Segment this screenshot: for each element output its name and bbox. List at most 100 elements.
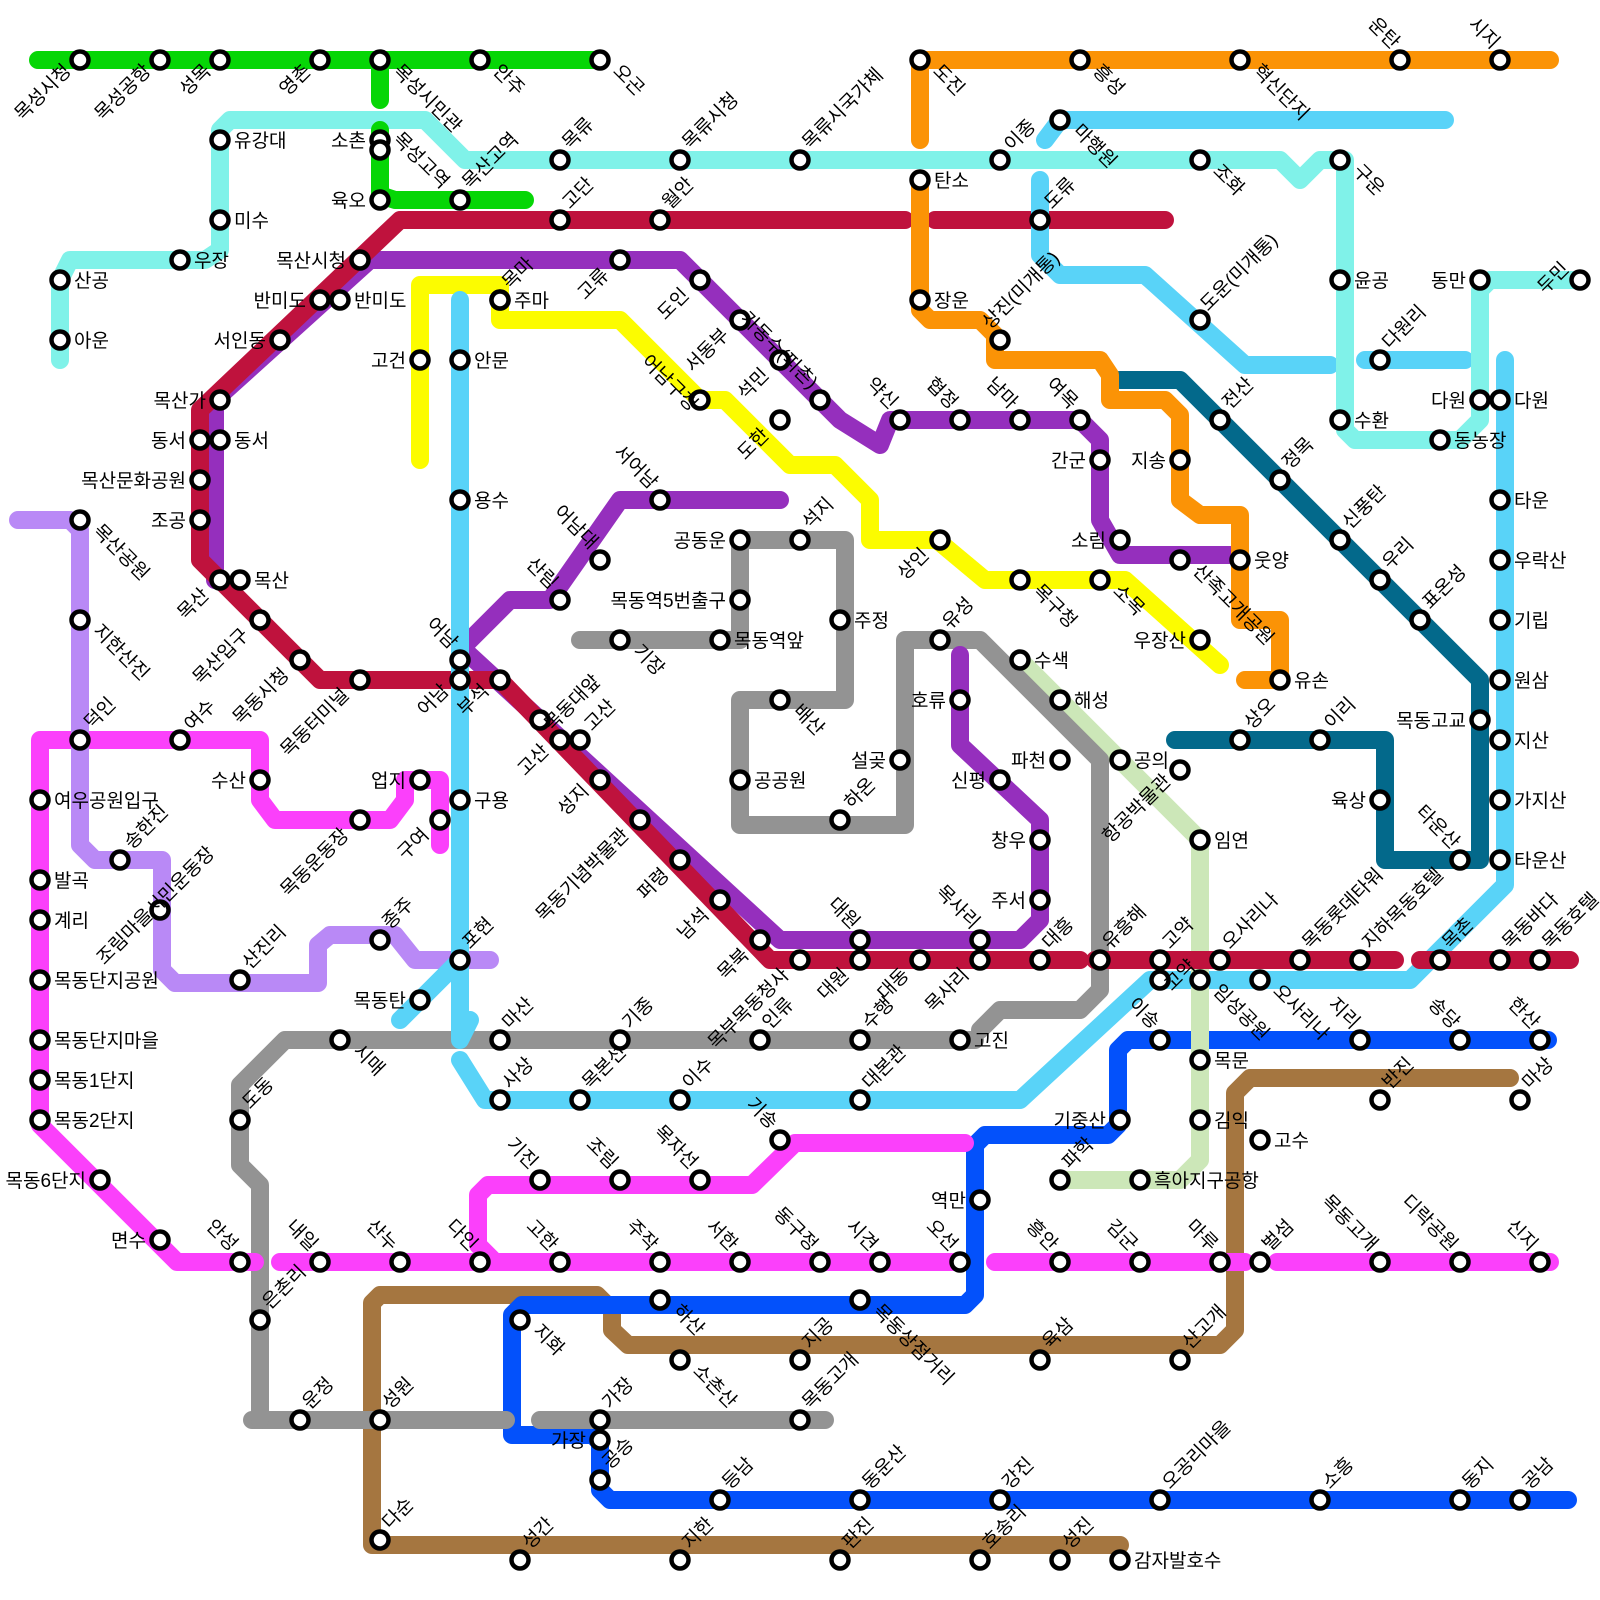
station-marker[interactable] xyxy=(32,912,49,929)
station-marker[interactable] xyxy=(592,772,609,789)
station-marker[interactable] xyxy=(612,1172,629,1189)
station-marker[interactable] xyxy=(1352,1032,1369,1049)
station-marker[interactable] xyxy=(572,732,589,749)
station-marker[interactable] xyxy=(1512,1092,1529,1109)
station-marker[interactable] xyxy=(472,1254,489,1271)
station-marker[interactable] xyxy=(492,1092,509,1109)
station-marker[interactable] xyxy=(732,532,749,549)
station-marker[interactable] xyxy=(292,652,309,669)
station-marker[interactable] xyxy=(72,732,89,749)
station-marker[interactable] xyxy=(1492,612,1509,629)
station-marker[interactable] xyxy=(372,142,389,159)
station-marker[interactable] xyxy=(672,1552,689,1569)
station-marker[interactable] xyxy=(1132,1172,1149,1189)
station-marker[interactable] xyxy=(592,1412,609,1429)
station-marker[interactable] xyxy=(992,1492,1009,1509)
station-marker[interactable] xyxy=(1272,672,1289,689)
station-marker[interactable] xyxy=(352,672,369,689)
station-marker[interactable] xyxy=(172,732,189,749)
station-marker[interactable] xyxy=(352,252,369,269)
station-marker[interactable] xyxy=(212,132,229,149)
station-marker[interactable] xyxy=(1152,1492,1169,1509)
station-marker[interactable] xyxy=(1092,572,1109,589)
station-marker[interactable] xyxy=(512,1312,529,1329)
station-marker[interactable] xyxy=(692,1172,709,1189)
station-marker[interactable] xyxy=(1232,52,1249,69)
station-marker[interactable] xyxy=(1412,612,1429,629)
station-marker[interactable] xyxy=(1152,1032,1169,1049)
station-marker[interactable] xyxy=(1472,712,1489,729)
station-marker[interactable] xyxy=(232,1254,249,1271)
station-marker[interactable] xyxy=(852,1492,869,1509)
station-marker[interactable] xyxy=(1112,752,1129,769)
station-marker[interactable] xyxy=(652,1254,669,1271)
station-marker[interactable] xyxy=(752,1032,769,1049)
station-marker[interactable] xyxy=(172,252,189,269)
station-marker[interactable] xyxy=(652,492,669,509)
station-marker[interactable] xyxy=(252,612,269,629)
station-marker[interactable] xyxy=(552,212,569,229)
station-marker[interactable] xyxy=(832,612,849,629)
station-marker[interactable] xyxy=(1372,792,1389,809)
station-marker[interactable] xyxy=(412,992,429,1009)
station-marker[interactable] xyxy=(792,152,809,169)
station-marker[interactable] xyxy=(772,692,789,709)
station-marker[interactable] xyxy=(1152,952,1169,969)
station-marker[interactable] xyxy=(1452,1032,1469,1049)
station-marker[interactable] xyxy=(312,52,329,69)
station-marker[interactable] xyxy=(972,952,989,969)
station-marker[interactable] xyxy=(1332,152,1349,169)
station-marker[interactable] xyxy=(1012,652,1029,669)
station-marker[interactable] xyxy=(1232,552,1249,569)
station-marker[interactable] xyxy=(592,1472,609,1489)
station-marker[interactable] xyxy=(1112,1552,1129,1569)
station-marker[interactable] xyxy=(672,852,689,869)
station-marker[interactable] xyxy=(1192,832,1209,849)
station-marker[interactable] xyxy=(1252,1254,1269,1271)
station-marker[interactable] xyxy=(1172,1352,1189,1369)
station-marker[interactable] xyxy=(212,52,229,69)
station-marker[interactable] xyxy=(872,1254,889,1271)
station-marker[interactable] xyxy=(952,412,969,429)
station-marker[interactable] xyxy=(772,1132,789,1149)
station-marker[interactable] xyxy=(552,1254,569,1271)
station-marker[interactable] xyxy=(1432,432,1449,449)
station-marker[interactable] xyxy=(392,1254,409,1271)
station-marker[interactable] xyxy=(1172,452,1189,469)
station-marker[interactable] xyxy=(1032,832,1049,849)
station-marker[interactable] xyxy=(972,1552,989,1569)
station-marker[interactable] xyxy=(212,212,229,229)
station-marker[interactable] xyxy=(1192,632,1209,649)
station-marker[interactable] xyxy=(1052,112,1069,129)
station-marker[interactable] xyxy=(1472,392,1489,409)
station-marker[interactable] xyxy=(212,392,229,409)
station-marker[interactable] xyxy=(1112,1112,1129,1129)
station-marker[interactable] xyxy=(232,1112,249,1129)
station-marker[interactable] xyxy=(932,532,949,549)
station-marker[interactable] xyxy=(612,632,629,649)
station-marker[interactable] xyxy=(492,672,509,689)
station-marker[interactable] xyxy=(1452,1254,1469,1271)
station-marker[interactable] xyxy=(712,632,729,649)
station-marker[interactable] xyxy=(792,1412,809,1429)
station-marker[interactable] xyxy=(592,552,609,569)
station-marker[interactable] xyxy=(732,1254,749,1271)
station-marker[interactable] xyxy=(1392,52,1409,69)
station-marker[interactable] xyxy=(1512,1492,1529,1509)
station-marker[interactable] xyxy=(32,1032,49,1049)
station-marker[interactable] xyxy=(652,212,669,229)
station-marker[interactable] xyxy=(952,1032,969,1049)
station-marker[interactable] xyxy=(572,1092,589,1109)
station-marker[interactable] xyxy=(1032,952,1049,969)
station-marker[interactable] xyxy=(1492,952,1509,969)
station-marker[interactable] xyxy=(912,52,929,69)
station-marker[interactable] xyxy=(732,772,749,789)
station-marker[interactable] xyxy=(852,1092,869,1109)
station-marker[interactable] xyxy=(332,292,349,309)
station-marker[interactable] xyxy=(192,472,209,489)
station-marker[interactable] xyxy=(1172,552,1189,569)
station-marker[interactable] xyxy=(332,1032,349,1049)
station-marker[interactable] xyxy=(1192,152,1209,169)
station-marker[interactable] xyxy=(852,1032,869,1049)
station-marker[interactable] xyxy=(912,292,929,309)
